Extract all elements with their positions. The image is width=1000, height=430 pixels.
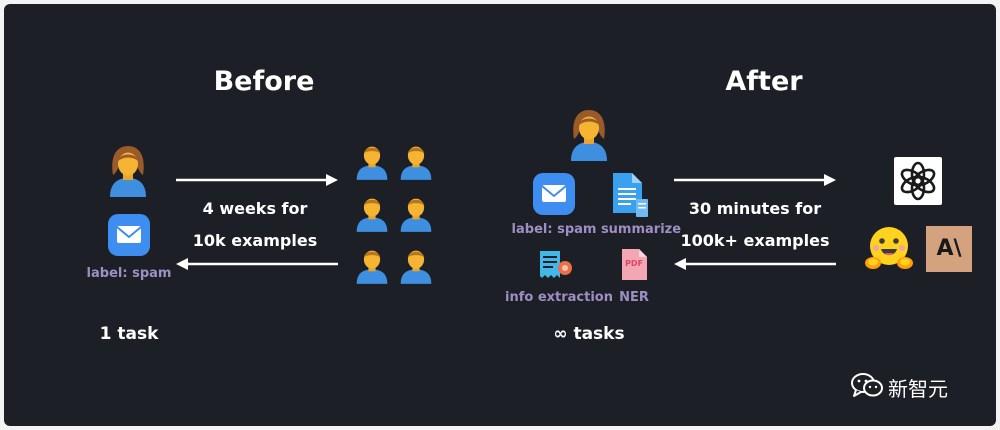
receipt-icon (540, 251, 572, 278)
mail-icon (107, 213, 151, 257)
after-arrow-text-1: 30 minutes for (688, 199, 822, 218)
anthropic-logo: A\ (926, 226, 972, 272)
after-footer: ∞ tasks (553, 324, 625, 344)
after-arrow-text-2: 100k+ examples (680, 231, 830, 250)
slide: Before After label: spam 4 weeks for 10k… (4, 4, 996, 426)
task-label-ner: NER (619, 290, 649, 305)
before-task-label: label: spam (86, 266, 172, 281)
anthropic-mark: A\ (936, 236, 962, 261)
right-arrow (176, 174, 338, 186)
before-footer: 1 task (99, 324, 159, 344)
task-label-info-extraction: info extraction (505, 290, 613, 305)
wechat-icon (851, 373, 883, 397)
person-icon (398, 194, 434, 232)
task-label-summarize: summarize (600, 222, 682, 237)
mail-icon (532, 172, 576, 216)
document-icon (613, 173, 648, 217)
task-label-spam: label: spam (511, 222, 597, 237)
left-arrow (674, 258, 836, 270)
before-arrow-text-2: 10k examples (192, 231, 318, 250)
pdf-icon: PDF (620, 248, 648, 281)
before-heading: Before (213, 66, 315, 97)
person-icon (398, 142, 434, 180)
watermark-text: 新智元 (888, 377, 948, 401)
person-icon (565, 107, 613, 163)
person-icon (354, 142, 390, 180)
openai-logo (894, 157, 942, 205)
after-heading: After (725, 66, 803, 97)
person-icon (104, 143, 152, 199)
pdf-icon-text: PDF (625, 259, 643, 268)
person-icon (354, 194, 390, 232)
person-icon (354, 246, 390, 284)
left-arrow (176, 258, 338, 270)
labeler-team (354, 142, 444, 292)
right-arrow (674, 174, 836, 186)
huggingface-logo (865, 227, 913, 269)
person-icon (398, 246, 434, 284)
before-arrow-text-1: 4 weeks for (202, 199, 308, 218)
